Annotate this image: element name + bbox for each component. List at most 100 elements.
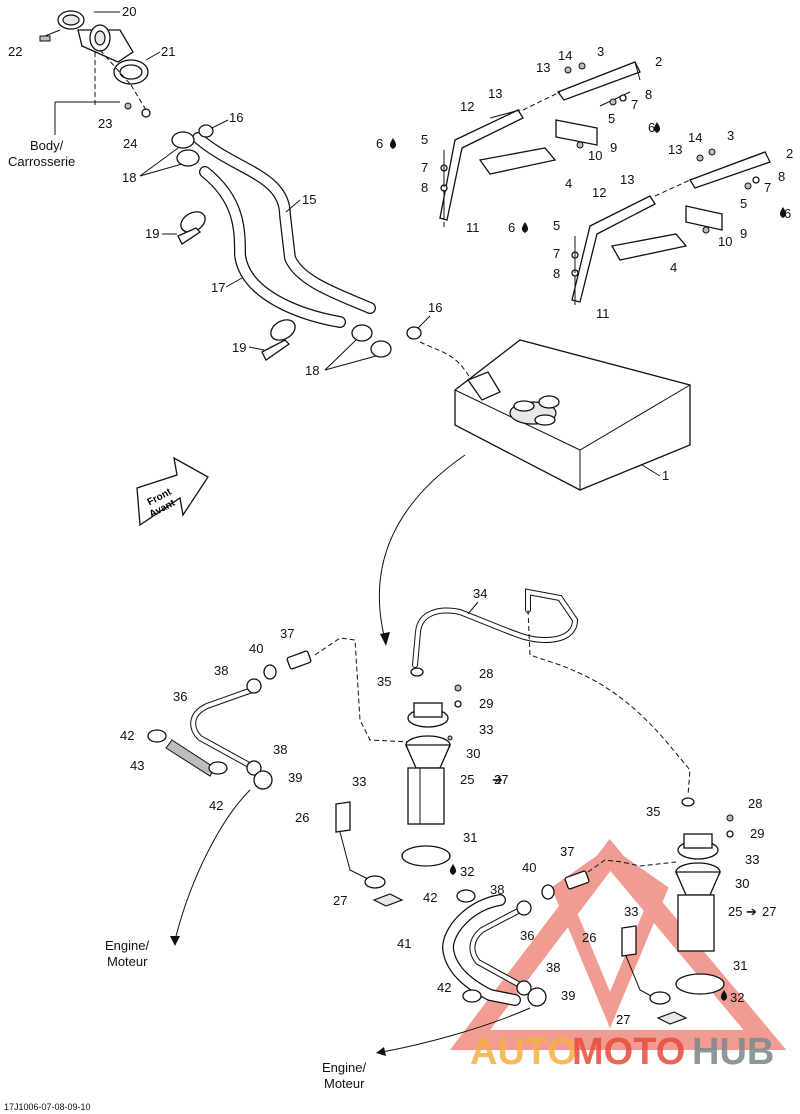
callout-5-c: 5 bbox=[740, 196, 747, 211]
callout-9-a: 9 bbox=[610, 140, 617, 155]
callout-24: 24 bbox=[123, 136, 137, 151]
callout-22: 22 bbox=[8, 44, 22, 59]
callout-38-a: 38 bbox=[214, 663, 228, 678]
drop-icon bbox=[779, 207, 787, 218]
callout-6-d: 6 bbox=[508, 220, 515, 235]
callout-25-a: 25 bbox=[460, 772, 474, 787]
hose-17 bbox=[199, 166, 346, 328]
callout-29-b: 29 bbox=[750, 826, 764, 841]
callout-3-a: 3 bbox=[597, 44, 604, 59]
callout-27-a: 27 bbox=[494, 772, 508, 787]
callout-16-bottom: 16 bbox=[428, 300, 442, 315]
callout-21: 21 bbox=[161, 44, 175, 59]
callout-19-top: 19 bbox=[145, 226, 159, 241]
label-engine-1a: Engine/ bbox=[105, 938, 149, 953]
callout-12-a: 12 bbox=[460, 99, 474, 114]
callout-31-b: 31 bbox=[733, 958, 747, 973]
callout-23: 23 bbox=[98, 116, 112, 131]
callout-1: 1 bbox=[662, 468, 669, 483]
dashed-route-right bbox=[527, 609, 691, 796]
callout-5-b: 5 bbox=[421, 132, 428, 147]
label-body-1: Body/ bbox=[30, 138, 64, 153]
callout-38-b: 38 bbox=[273, 742, 287, 757]
callout-33-a: 33 bbox=[479, 722, 493, 737]
callout-16-top: 16 bbox=[229, 110, 243, 125]
callout-7-c: 7 bbox=[764, 180, 771, 195]
callout-41: 41 bbox=[397, 936, 411, 951]
callout-7-d: 7 bbox=[553, 246, 560, 261]
label-engine-2a: Engine/ bbox=[322, 1060, 366, 1075]
callout-13-b: 13 bbox=[488, 86, 502, 101]
callout-8-c: 8 bbox=[778, 169, 785, 184]
callout-19-bottom: 19 bbox=[232, 340, 246, 355]
watermark-moto: MOTO bbox=[572, 1031, 685, 1073]
engine-line-1 bbox=[174, 789, 251, 941]
label-engine-1b: Moteur bbox=[107, 954, 148, 969]
callout-42-a: 42 bbox=[120, 728, 134, 743]
callout-40-a: 40 bbox=[249, 641, 263, 656]
dashed-route-left bbox=[314, 637, 411, 743]
callout-6-c: 6 bbox=[784, 206, 791, 221]
callout-31-a: 31 bbox=[463, 830, 477, 845]
cable-tie-19-top bbox=[177, 211, 206, 245]
callout-8-d: 8 bbox=[553, 266, 560, 281]
fuel-pump-right bbox=[621, 797, 734, 1025]
callout-15: 15 bbox=[302, 192, 316, 207]
callout-18-bottom: 18 bbox=[305, 363, 319, 378]
engine-line-2 bbox=[381, 1007, 531, 1053]
filler-neck-assembly bbox=[39, 10, 151, 118]
vent-line-34 bbox=[412, 588, 579, 668]
callout-38-c: 38 bbox=[490, 882, 504, 897]
bracket-set-a bbox=[439, 61, 641, 230]
callout-27-b: 27 bbox=[762, 904, 776, 919]
label-engine-2b: Moteur bbox=[324, 1076, 365, 1091]
label-body-2: Carrosserie bbox=[8, 154, 75, 169]
callout-11-a: 11 bbox=[466, 220, 480, 235]
callout-4-b: 4 bbox=[670, 260, 677, 275]
callout-42-d: 42 bbox=[437, 980, 451, 995]
drawing-code: 17J1006-07-08-09-10 bbox=[4, 1102, 91, 1112]
bracket-set-b bbox=[571, 148, 771, 308]
callout-5-d: 5 bbox=[553, 218, 560, 233]
arrow-right-icon: ➔ bbox=[492, 772, 503, 787]
callout-37-b: 37 bbox=[560, 844, 574, 859]
callout-7-b: 7 bbox=[421, 160, 428, 175]
fuel-pump-left bbox=[335, 667, 462, 907]
callout-35-b: 35 bbox=[646, 804, 660, 819]
callout-35-a: 35 bbox=[377, 674, 391, 689]
clamps-lower bbox=[351, 324, 422, 358]
callout-36-a: 36 bbox=[173, 689, 187, 704]
callout-3-b: 3 bbox=[727, 128, 734, 143]
callout-2-a: 2 bbox=[655, 54, 662, 69]
callout-13-a: 13 bbox=[536, 60, 550, 75]
clamps-upper bbox=[171, 124, 214, 167]
callout-33-b: 33 bbox=[352, 774, 366, 789]
callout-30-b: 30 bbox=[735, 876, 749, 891]
callout-9-b: 9 bbox=[740, 226, 747, 241]
fuel-line-left bbox=[147, 650, 312, 790]
callout-43: 43 bbox=[130, 758, 144, 773]
watermark-auto: AUTO bbox=[470, 1031, 577, 1073]
callout-4-a: 4 bbox=[565, 176, 572, 191]
callout-28-b: 28 bbox=[748, 796, 762, 811]
callout-28-a: 28 bbox=[479, 666, 493, 681]
callout-10-b: 10 bbox=[718, 234, 732, 249]
callout-32-b: 32 bbox=[730, 990, 744, 1005]
drop-icon bbox=[521, 222, 529, 233]
drop-icon bbox=[720, 990, 728, 1001]
callout-42-c: 42 bbox=[423, 890, 437, 905]
hose-15 bbox=[192, 132, 376, 314]
callout-6-b: 6 bbox=[376, 136, 383, 151]
callout-8-b: 8 bbox=[421, 180, 428, 195]
detail-pointer-line bbox=[378, 454, 466, 641]
watermark-hub: HUB bbox=[692, 1031, 774, 1073]
callout-13-d: 13 bbox=[620, 172, 634, 187]
callout-32-a: 32 bbox=[460, 864, 474, 879]
callout-39-a: 39 bbox=[288, 770, 302, 785]
callout-7-a: 7 bbox=[631, 97, 638, 112]
drop-icon bbox=[389, 138, 397, 149]
callout-20: 20 bbox=[122, 4, 136, 19]
callout-26-b: 26 bbox=[582, 930, 596, 945]
